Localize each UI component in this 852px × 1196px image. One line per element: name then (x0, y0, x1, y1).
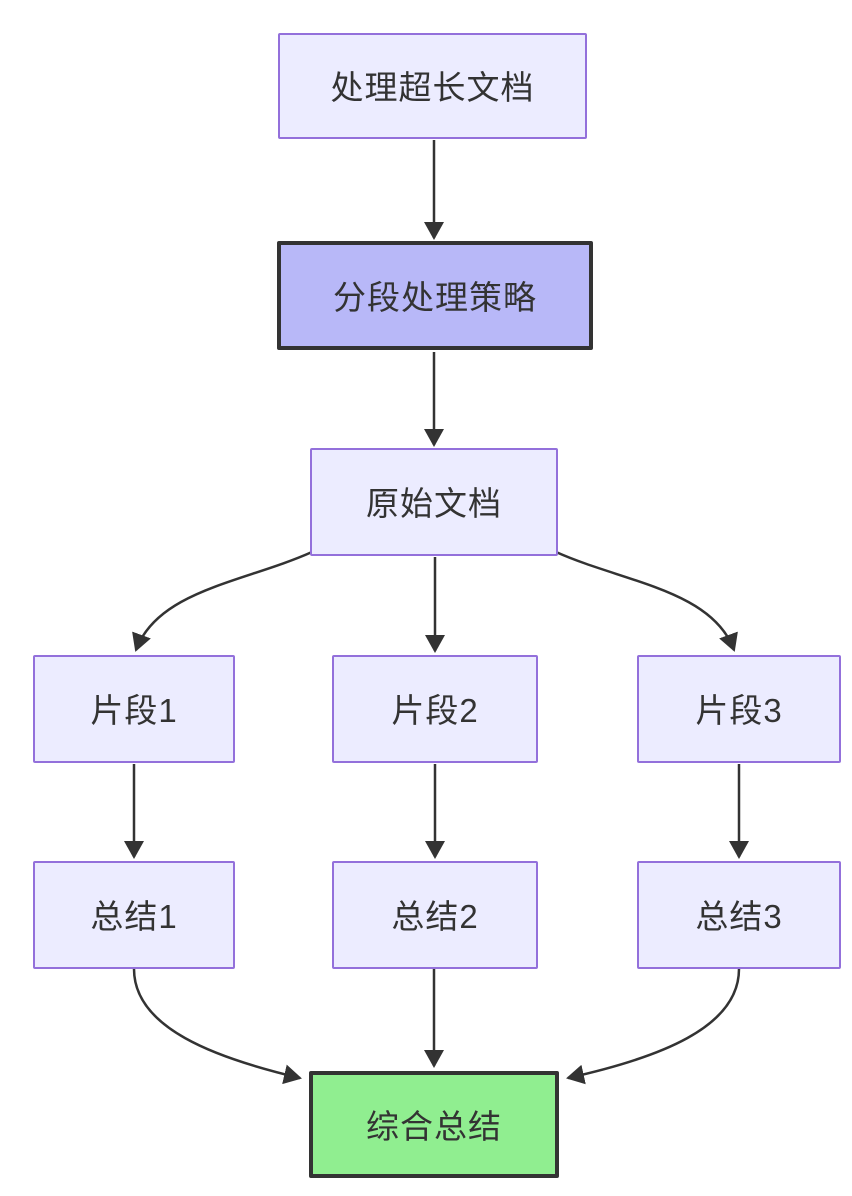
node-source: 原始文档 (310, 448, 558, 556)
node-final-label: 综合总结 (366, 1107, 502, 1145)
node-chunk-1: 片段1 (33, 655, 235, 763)
edge-source-chunk1 (132, 550, 313, 652)
node-strategy: 分段处理策略 (277, 241, 593, 350)
node-summary-1: 总结1 (33, 861, 235, 969)
node-chunk-2: 片段2 (332, 655, 538, 763)
edge-summary3-final (566, 968, 741, 1085)
node-final: 综合总结 (309, 1071, 559, 1178)
node-strategy-label: 分段处理策略 (333, 278, 537, 316)
node-task: 处理超长文档 (278, 33, 587, 139)
node-chunk-1-label: 片段1 (90, 692, 178, 729)
node-task-label: 处理超长文档 (330, 69, 535, 106)
node-chunk-2-label: 片段2 (391, 692, 479, 729)
edge-summary1-final (132, 968, 302, 1085)
edge-source-chunk3 (555, 550, 738, 652)
node-source-label: 原始文档 (366, 485, 502, 522)
node-summary-1-label: 总结1 (90, 898, 178, 935)
node-summary-2-label: 总结2 (391, 898, 479, 935)
node-chunk-3: 片段3 (637, 655, 841, 763)
node-chunk-3-label: 片段3 (695, 692, 783, 729)
node-summary-3-label: 总结3 (695, 898, 783, 935)
node-summary-2: 总结2 (332, 861, 538, 969)
node-summary-3: 总结3 (637, 861, 841, 969)
